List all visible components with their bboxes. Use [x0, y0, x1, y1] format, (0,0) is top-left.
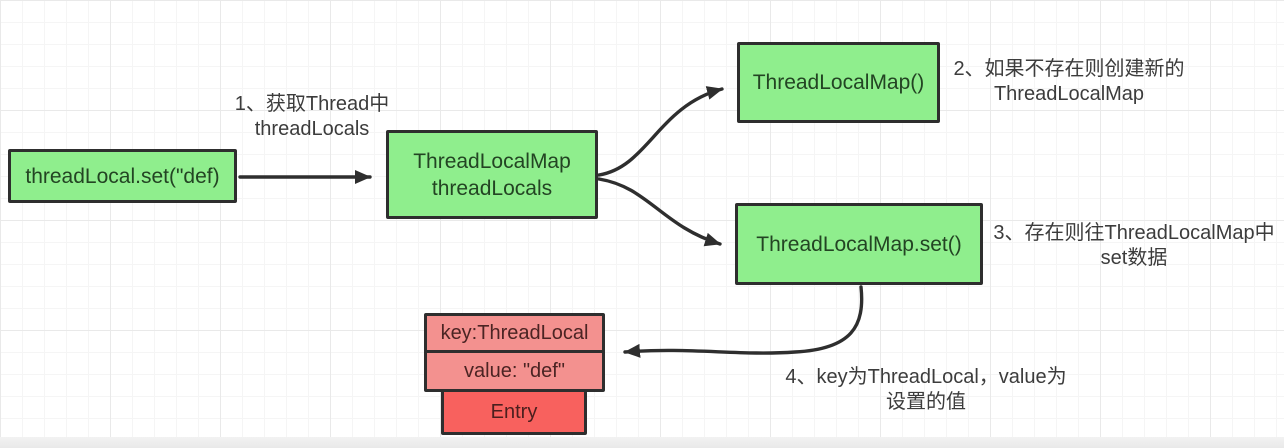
annotation-step2-line1: 2、如果不存在则创建新的: [953, 58, 1185, 80]
annotation-step2: 2、如果不存在则创建新的 ThreadLocalMap: [948, 57, 1190, 107]
annotation-step1: 1、获取Thread中 threadLocals: [224, 92, 400, 142]
horizontal-scrollbar-track[interactable]: [0, 437, 1284, 448]
node-entry-key-label: key:ThreadLocal: [440, 321, 589, 344]
annotation-step2-line2: ThreadLocalMap: [993, 83, 1145, 105]
arrow-mapset-to-entry: [623, 285, 864, 358]
node-threadlocalmap-constructor: ThreadLocalMap(): [737, 42, 940, 123]
node-threadlocalmap-line1: ThreadLocalMap: [413, 149, 571, 173]
node-threadlocalmap-set: ThreadLocalMap.set(): [735, 203, 983, 285]
annotation-step3-line1: 3、存在则往ThreadLocalMap中: [993, 222, 1275, 244]
node-threadlocalmap-threadlocals: ThreadLocalMap threadLocals: [386, 130, 598, 219]
arrow-threadlocals-to-mapset: [597, 177, 722, 247]
node-entry-value: value: "def": [424, 350, 605, 392]
annotation-step3: 3、存在则往ThreadLocalMap中 set数据: [984, 221, 1284, 271]
annotation-step4: 4、key为ThreadLocal，value为 设置的值: [774, 365, 1078, 415]
node-threadlocal-set-label: threadLocal.set("def): [25, 164, 220, 188]
node-entry-label: Entry: [490, 400, 538, 423]
annotation-step3-line2: set数据: [1100, 247, 1168, 269]
node-entry: Entry: [441, 389, 587, 435]
node-threadlocalmap-set-label: ThreadLocalMap.set(): [756, 232, 962, 256]
annotation-step4-line2: 设置的值: [886, 391, 966, 413]
arrow-threadlocals-to-ctor: [597, 86, 724, 177]
node-threadlocal-set: threadLocal.set("def): [8, 149, 237, 203]
annotation-step1-line2: threadLocals: [254, 118, 370, 140]
annotation-step4-line1: 4、key为ThreadLocal，value为: [785, 366, 1067, 388]
node-entry-value-label: value: "def": [464, 359, 565, 382]
node-threadlocalmap-constructor-label: ThreadLocalMap(): [752, 71, 925, 94]
node-threadlocalmap-line2: threadLocals: [431, 176, 553, 200]
annotation-step1-line1: 1、获取Thread中: [234, 93, 390, 115]
node-entry-key: key:ThreadLocal: [424, 313, 605, 353]
